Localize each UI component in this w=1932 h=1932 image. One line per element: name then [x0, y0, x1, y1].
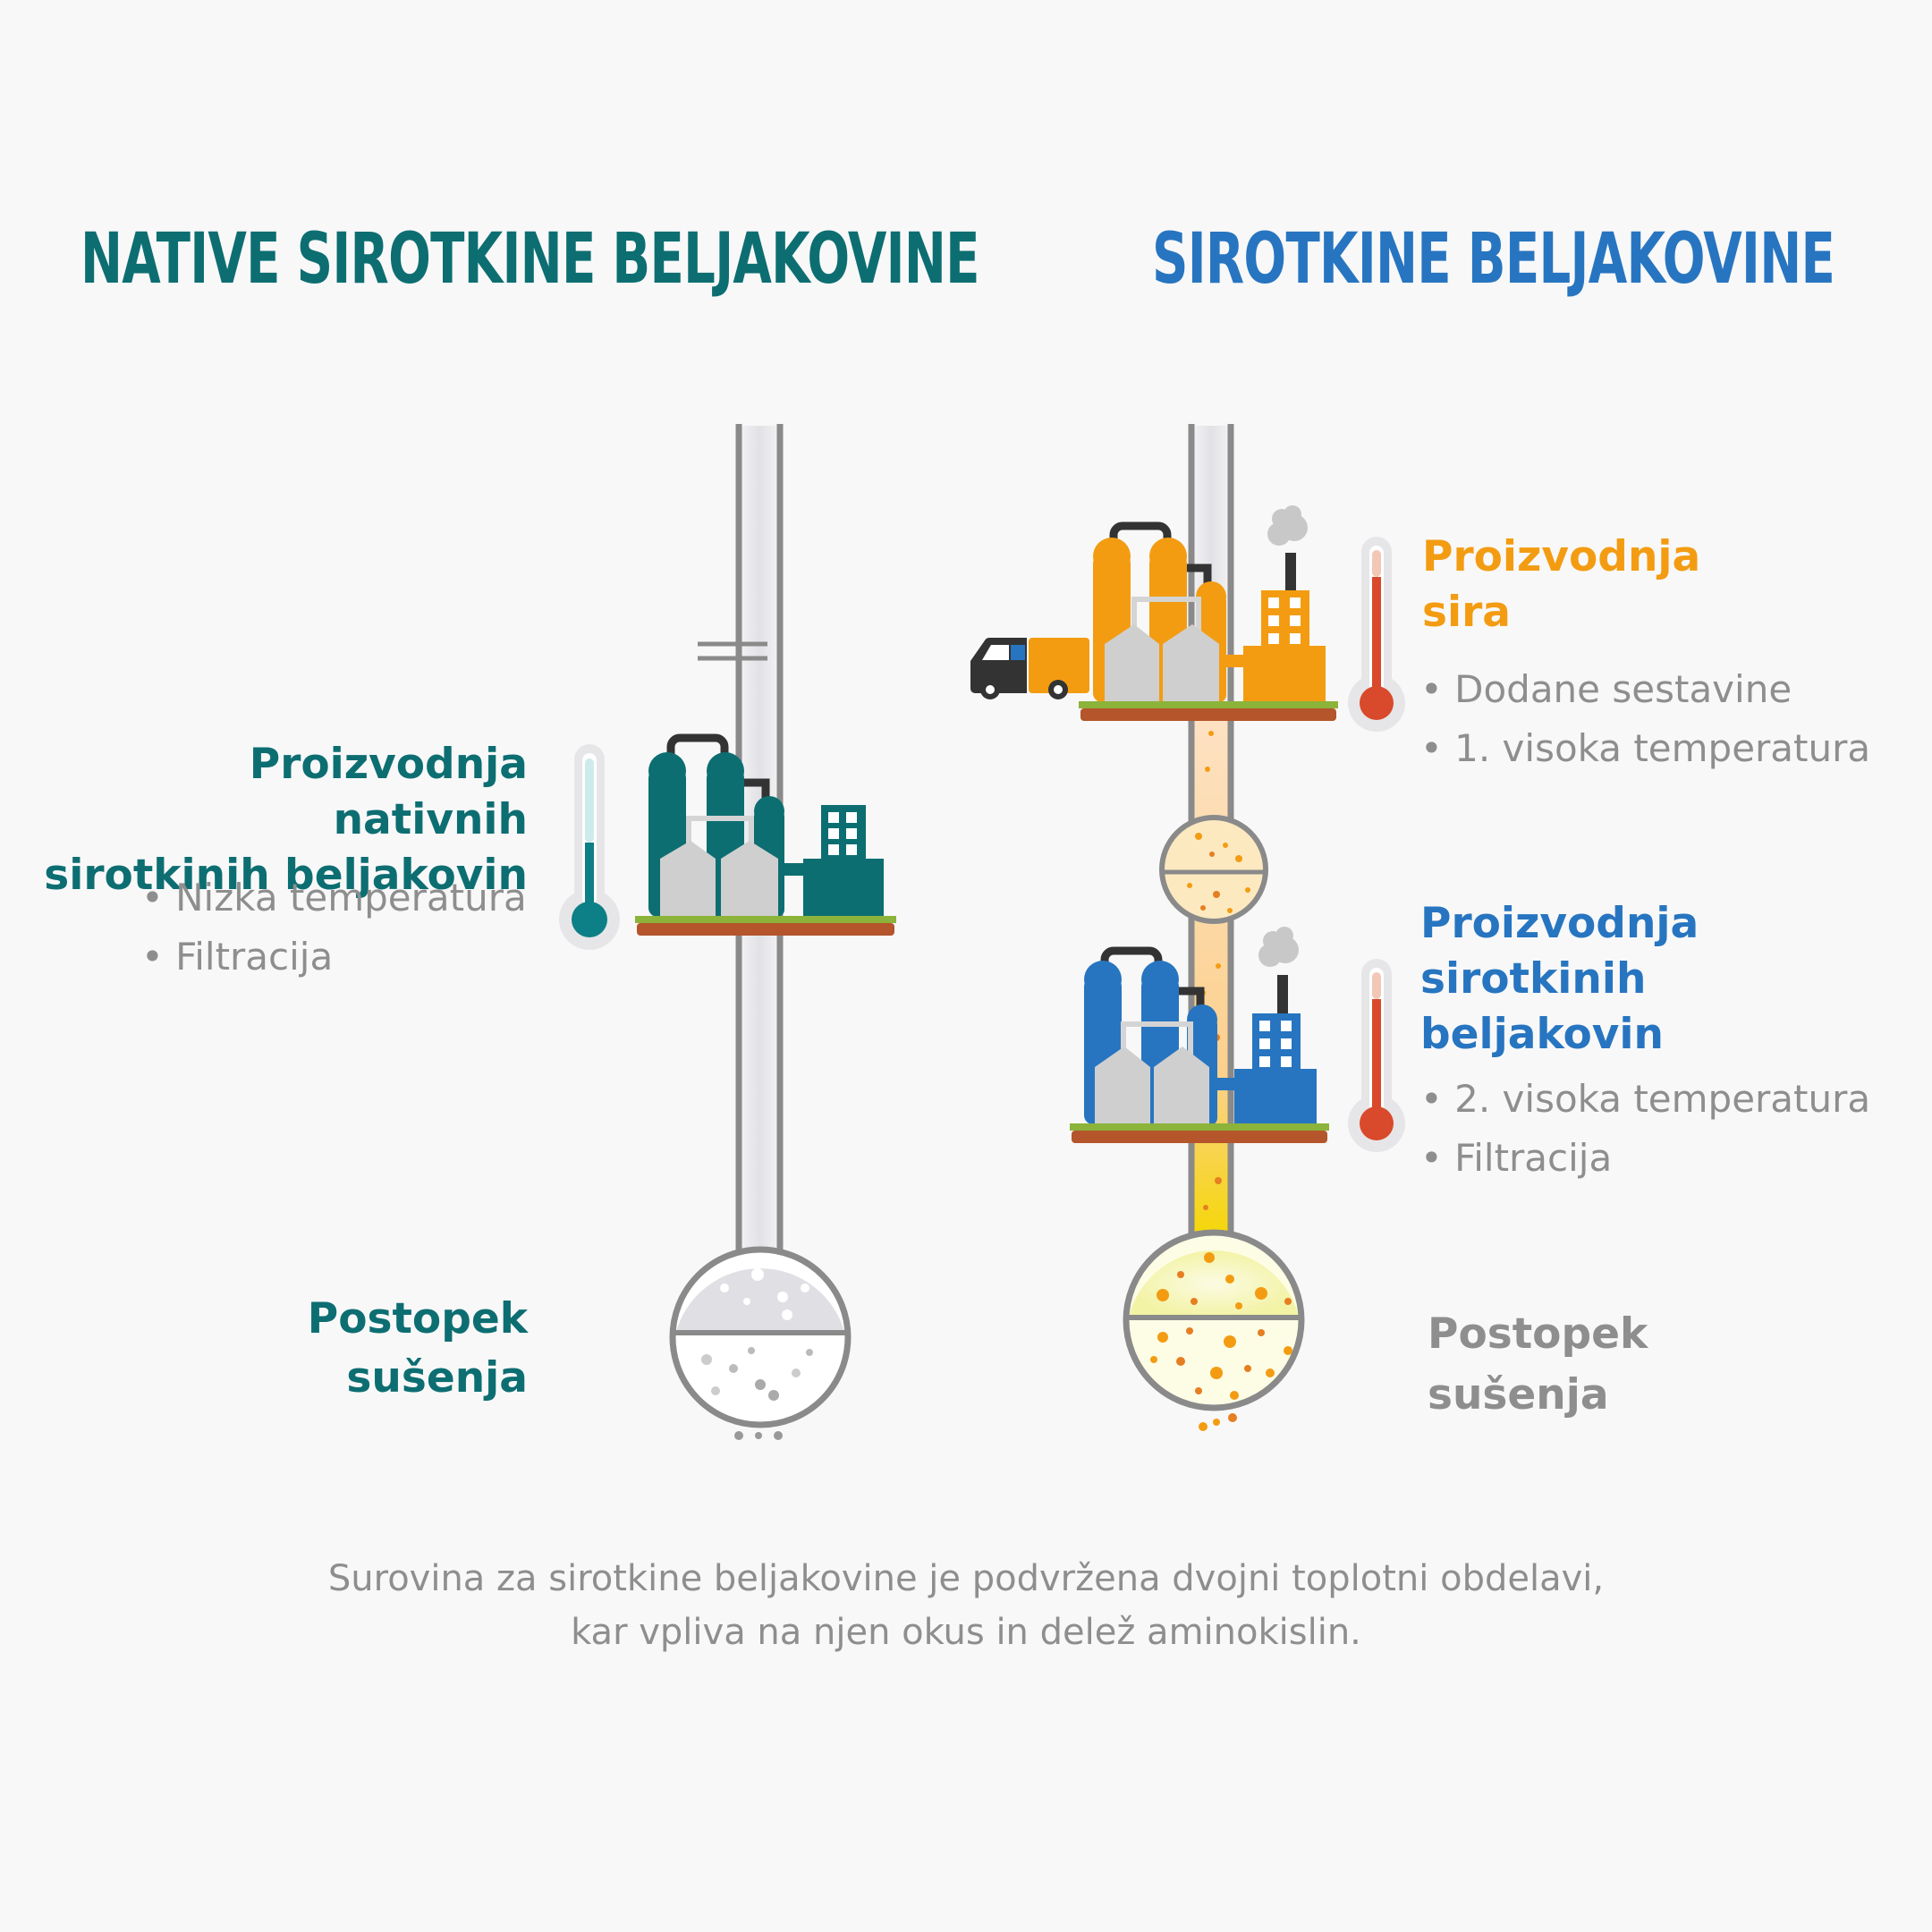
- smoke-icon: [1267, 505, 1308, 546]
- left-drying-line2: sušenja: [346, 1353, 528, 1402]
- factory-icon: [635, 733, 896, 936]
- left-process-heading-line1: Proizvodnja nativnih: [249, 740, 528, 844]
- bullet-item: • Filtracija: [141, 935, 334, 979]
- footer-note: Surovina za sirotkine beljakovine je pod…: [0, 1552, 1932, 1659]
- whey-production-heading: Proizvodnja sirotkinih beljakovin: [1420, 896, 1699, 1063]
- thermometer-icon: [1348, 537, 1405, 732]
- bullet-item: • 1. visoka temperatura: [1420, 726, 1871, 770]
- whey-heading-line1: Proizvodnja: [1420, 899, 1699, 948]
- drying-flask-icon: [1123, 1229, 1305, 1431]
- cheese-heading-line2: sira: [1422, 588, 1511, 637]
- left-drying-line1: Postopek: [307, 1294, 528, 1343]
- left-title: NATIVE SIROTKINE BELJAKOVINE: [80, 219, 979, 300]
- factory-icon: [1079, 521, 1338, 721]
- bullet-item: • Dodane sestavine: [1420, 667, 1792, 711]
- right-drying-line2: sušenja: [1428, 1370, 1609, 1419]
- right-title: SIROTKINE BELJAKOVINE: [1152, 219, 1835, 300]
- factory-icon: [1070, 946, 1329, 1143]
- cheese-production-bullets: • Dodane sestavine • 1. visoka temperatu…: [1420, 660, 1870, 778]
- whey-heading-line2: sirotkinih: [1420, 954, 1647, 1004]
- cheese-heading-line1: Proizvodnja: [1422, 532, 1701, 581]
- smoke-icon: [1258, 927, 1299, 967]
- footer-line2: kar vpliva na njen okus in delež aminoki…: [571, 1612, 1361, 1653]
- left-drying-label: Postopek sušenja: [268, 1290, 528, 1408]
- right-drying-label: Postopek sušenja: [1428, 1304, 1648, 1426]
- right-drying-line1: Postopek: [1428, 1309, 1648, 1359]
- bullet-item: • Filtracija: [1420, 1136, 1613, 1180]
- cheese-production-heading: Proizvodnja sira: [1422, 530, 1700, 640]
- whey-production-bullets: • 2. visoka temperatura • Filtracija: [1420, 1070, 1870, 1188]
- drying-flask-icon: [1159, 815, 1268, 924]
- drying-flask-icon: [669, 1246, 852, 1440]
- bullet-item: • Nizka temperatura: [141, 876, 527, 919]
- truck-icon: [970, 638, 1089, 699]
- left-process-heading: Proizvodnja nativnih sirotkinih beljakov…: [43, 737, 528, 903]
- whey-heading-line3: beljakovin: [1420, 1010, 1664, 1059]
- left-process-bullets: • Nizka temperatura • Filtracija: [141, 869, 527, 987]
- thermometer-icon: [559, 744, 620, 950]
- footer-line1: Surovina za sirotkine beljakovine je pod…: [327, 1558, 1605, 1599]
- thermometer-icon: [1348, 959, 1405, 1152]
- left-process-heading-line2: sirotkinih beljakovin: [44, 851, 528, 900]
- bullet-item: • 2. visoka temperatura: [1420, 1077, 1871, 1121]
